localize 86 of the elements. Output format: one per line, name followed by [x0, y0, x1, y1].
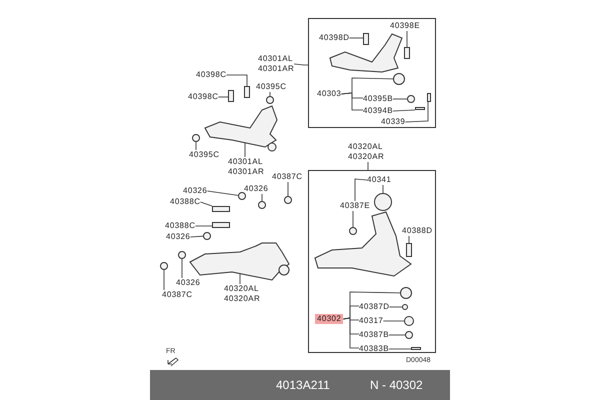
part-number: 40326 — [183, 186, 208, 196]
washer — [403, 315, 415, 327]
part-number: 40395C — [189, 150, 220, 160]
leader-line — [404, 102, 428, 122]
leader-line — [354, 178, 368, 202]
leader-line — [388, 334, 406, 336]
bolt — [243, 85, 251, 99]
part-number: 40395B — [363, 94, 393, 104]
part-number: 40398C — [188, 92, 218, 102]
nut — [401, 303, 409, 311]
part-number: 40398D — [319, 33, 350, 43]
control-arm-drawing — [202, 103, 280, 153]
washer — [202, 231, 212, 241]
leader-line — [352, 210, 354, 228]
leader-line — [244, 142, 246, 158]
part-number: 40326 — [176, 278, 200, 288]
clip — [414, 106, 426, 111]
leader-line — [218, 96, 228, 98]
bolt — [211, 221, 231, 229]
part-number: 40388C — [165, 221, 196, 231]
part-number: N - 40302 — [370, 378, 423, 392]
nut — [265, 95, 275, 105]
leader-line — [200, 202, 212, 206]
part-number: 40301AL — [258, 54, 294, 64]
part-number: 40303 — [317, 89, 342, 99]
part-number: 40339 — [381, 117, 406, 127]
part-number: 40326 — [166, 232, 190, 242]
part-number: 40387C — [272, 172, 302, 182]
part-number: 40301AR — [228, 167, 264, 177]
leader-line — [206, 190, 238, 196]
leader-line — [382, 320, 404, 322]
nut — [404, 330, 414, 340]
leader-line — [294, 64, 308, 66]
nut — [406, 94, 416, 104]
leader-line — [226, 74, 248, 86]
leader-line — [389, 306, 402, 308]
washer — [177, 250, 187, 260]
part-number: 40383B — [359, 344, 389, 354]
bolt — [211, 205, 231, 213]
washer — [257, 200, 267, 210]
part-number: 40320AR — [348, 152, 384, 162]
ball-joint — [399, 286, 413, 300]
bolt — [403, 46, 411, 60]
part-code: 4013A211 — [276, 378, 330, 392]
inset-frame — [308, 18, 436, 128]
bolt — [362, 32, 370, 46]
nut — [191, 133, 201, 143]
part-number: 40387E — [340, 201, 370, 211]
part-number: 40301AL — [228, 157, 264, 167]
bolt — [227, 89, 235, 103]
ball-joint — [392, 72, 406, 86]
nut — [348, 226, 358, 236]
bushing — [373, 192, 393, 212]
part-number: 40387C — [162, 290, 192, 300]
part-number: 40341 — [367, 175, 392, 185]
leader-line — [388, 348, 412, 350]
leader-line — [382, 184, 384, 194]
clip — [410, 346, 422, 351]
clip — [426, 92, 432, 103]
leader-line — [392, 98, 408, 100]
part-number: 40301AR — [258, 64, 294, 74]
bolt — [405, 242, 413, 258]
inset-frame — [308, 170, 436, 353]
highlighted-part-number: 40302 — [315, 314, 344, 324]
part-number: 40394B — [363, 106, 393, 116]
part-number: 40320AL — [224, 284, 260, 294]
part-number: 40398C — [196, 70, 226, 80]
part-number: 40388D — [402, 226, 432, 236]
nut — [159, 261, 169, 271]
nut — [283, 195, 293, 205]
part-number: 40387D — [359, 302, 390, 312]
part-number: 40387B — [359, 330, 389, 340]
part-number: 40317 — [359, 316, 384, 326]
part-number: 40320AL — [348, 142, 384, 152]
leader-line — [392, 110, 416, 112]
leader-line — [190, 236, 204, 238]
part-number: 40326 — [244, 184, 268, 194]
leader-line — [408, 236, 410, 244]
leader-line — [406, 30, 408, 48]
part-number: 40320AR — [224, 294, 260, 304]
leader-line — [342, 318, 360, 348]
part-number: 40388C — [170, 197, 200, 207]
part-number: 40395C — [256, 82, 286, 92]
leader-line — [340, 92, 364, 110]
part-number: 40398E — [390, 21, 420, 31]
washer — [237, 191, 247, 201]
